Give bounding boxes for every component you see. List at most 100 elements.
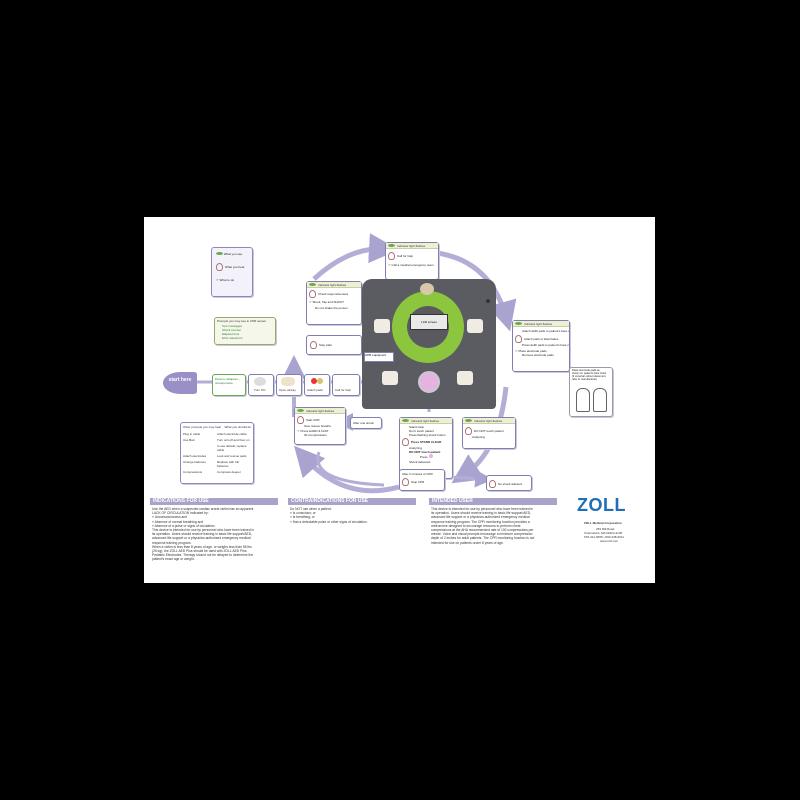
indications-text: Use the AED when a suspected cardiac arr… xyxy=(152,507,292,562)
step-line: Attach defib pads to patient's bare ches… xyxy=(522,329,569,333)
zoll-website: www.zoll.com xyxy=(600,539,619,543)
other-prompt-cell: Replace with full batteries xyxy=(217,460,239,468)
start-here-badge: start here xyxy=(163,372,197,394)
text-line: Use the AED when a suspected cardiac arr… xyxy=(152,507,254,511)
step-line: Place electrode pads xyxy=(518,349,547,353)
flow-see-person: Person collapses – unresponsive xyxy=(212,374,246,396)
text-line: » Absence of a pulse or signs of circula… xyxy=(152,523,216,528)
other-prompt-cell: Attach electrodes xyxy=(183,454,207,458)
ear-icon xyxy=(297,416,304,424)
step-no-shock: No shock advised xyxy=(486,475,532,491)
ear-icon xyxy=(465,427,472,435)
cpr-item: ECG waveform xyxy=(222,336,243,340)
step-call-for-help: Indicator light flashes Call for help ☞ … xyxy=(385,242,439,280)
ear-icon xyxy=(309,290,316,298)
device-thumb-icon xyxy=(254,377,266,386)
step-line: Stay calm xyxy=(319,342,333,347)
step-header: Indicator light flashes xyxy=(474,418,503,423)
text-line: » Unconsciousness and xyxy=(152,515,188,520)
step-line: Do not shake the person xyxy=(315,306,348,310)
eye-icon xyxy=(297,409,304,412)
text-line: » Absence of normal breathing and xyxy=(152,519,204,524)
step-line: DO NOT touch patient xyxy=(409,450,441,454)
flow-turn-on-text: Turn ON xyxy=(254,388,266,392)
step-check-responsiveness: Indicator light flashes Check responsive… xyxy=(306,281,362,325)
other-prompt-cell: Turn unit off and then on xyxy=(217,438,250,442)
text-line: patient's exact age or weight. xyxy=(152,557,195,562)
step-line: Remove electrode pads xyxy=(522,353,554,357)
flow-attach-pads-text: Attach pads xyxy=(307,388,323,392)
step-header: Indicator light flashes xyxy=(318,282,347,287)
step-line: Shout, Tap and SHOUT xyxy=(312,300,345,304)
step-line: Press xyxy=(420,455,428,459)
ear-icon xyxy=(216,263,223,271)
torso-front-icon xyxy=(576,388,590,412)
power-button[interactable] xyxy=(486,299,490,303)
step-analyzing: Indicator light flashes DO NOT touch pat… xyxy=(462,417,516,449)
analyze-icon xyxy=(457,371,473,385)
step-line: DO NOT touch patient xyxy=(474,428,504,433)
hand-icon: ☞ xyxy=(216,278,219,282)
step-header: Indicator light flashes xyxy=(306,408,335,413)
other-prompt-row: to use default, replace cable xyxy=(181,443,253,453)
step-line: Press flashing shock button xyxy=(409,433,446,437)
torso-side-icon xyxy=(593,388,607,412)
cpr-equipment-tag: CPR equipment xyxy=(364,352,394,362)
hand-icon: ☞ xyxy=(309,300,312,304)
text-line: compressions at the AHA recommended rate… xyxy=(431,528,534,533)
pads-icon xyxy=(311,378,317,384)
other-prompt-cell: Attach electrode cable xyxy=(217,432,247,436)
cpr-icon xyxy=(382,371,398,385)
responsiveness-icon xyxy=(374,319,390,333)
pad-placement-diagram: Place electrode pads as shown on patient… xyxy=(569,367,613,417)
cpr-item: Text messages xyxy=(222,324,243,328)
call-help-icon xyxy=(420,283,434,295)
step-line: Don't touch patient xyxy=(409,429,434,433)
after-one-shock: After one shock xyxy=(350,417,382,429)
text-line: (25 kg), the ZOLL AED Plus should be use… xyxy=(152,549,247,554)
pads-icon xyxy=(317,378,323,384)
step-line: Check responsiveness xyxy=(318,291,349,296)
step-line: No shock advised xyxy=(498,481,522,486)
text-line: its operation. Users should receive trai… xyxy=(152,532,253,537)
flow-open-airway: Open airway xyxy=(276,374,302,396)
step-header: Indicator light flashes xyxy=(411,418,440,423)
pads-icon xyxy=(467,319,483,333)
eye-icon xyxy=(309,283,316,286)
step-line: After 2 minutes of CPR xyxy=(402,472,433,476)
pad-placement-text: refer to manufacturer) xyxy=(572,378,598,381)
legend-do: What to do xyxy=(219,278,235,282)
airway-icon xyxy=(281,377,295,386)
other-prompt-cell: Use Batt xyxy=(183,438,195,442)
ear-icon xyxy=(489,480,496,488)
pad-placement-text: Place electrode pads as xyxy=(572,369,600,372)
contraindications-text: Do NOT use when a patient:» Is conscious… xyxy=(290,507,420,524)
hand-icon: ☞ xyxy=(388,263,391,267)
step-line: Call for help xyxy=(397,253,414,258)
text-line: its operation. Users should receive trai… xyxy=(431,511,532,516)
legend-hear: What you hear xyxy=(225,264,245,269)
cpr-item: Shock counter xyxy=(222,328,242,332)
text-line: » Is conscious; or xyxy=(290,511,316,516)
zoll-company: ZOLL Medical Corporation xyxy=(584,521,622,525)
step-line: Start CPR xyxy=(306,417,320,422)
text-line: advanced life support or a physician-aut… xyxy=(152,536,251,541)
hand-icon: ☞ xyxy=(515,349,518,353)
step-after-two-minutes: After 2 minutes of CPR Stop CPR xyxy=(399,469,445,491)
other-col2-header: What you should do xyxy=(224,425,251,429)
step-line: Press defib pads to patient's bare chest xyxy=(522,343,569,347)
other-prompt-cell: Plug in cable xyxy=(183,432,201,436)
text-line: » Is breathing; or xyxy=(290,515,315,520)
text-line: Pediatric Electrodes. Therapy should not… xyxy=(152,553,254,558)
other-prompt-cell: Change batteries xyxy=(183,460,206,464)
flow-turn-on: Turn ON xyxy=(248,374,274,396)
ear-icon xyxy=(402,478,409,486)
zoll-logo: ZOLL xyxy=(577,495,626,515)
text-line: response training program. The CPR monit… xyxy=(431,519,530,524)
shock-button[interactable] xyxy=(418,371,440,393)
eye-icon xyxy=(402,419,409,422)
step-line: Analyzing xyxy=(409,446,423,450)
step-line: Stop CPR xyxy=(411,479,425,484)
